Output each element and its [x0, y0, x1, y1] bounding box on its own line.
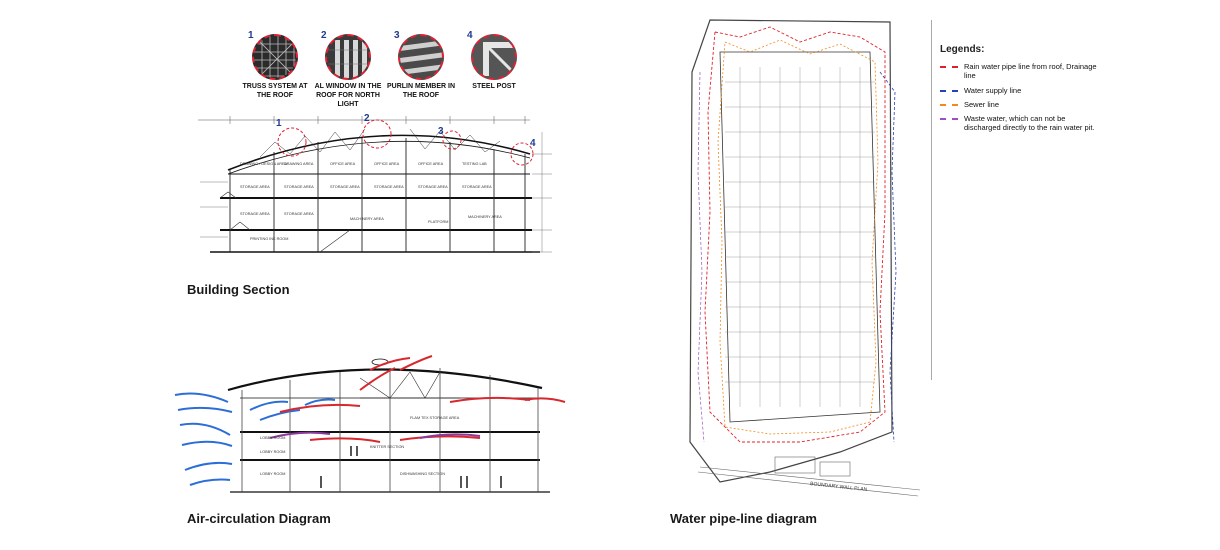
- room-label: STORAGE AREA: [240, 185, 270, 189]
- air-circulation-drawing: FLAM TEX STORAGE AREA LOBBY ROOM KNITTER…: [170, 350, 570, 500]
- room-label: OFFICE AREA: [330, 162, 356, 166]
- truss-grid-icon: [254, 36, 296, 78]
- room-label: FLAM TEX STORAGE AREA: [410, 416, 460, 420]
- room-label: PRINTING INK ROOM: [250, 237, 289, 241]
- room-label: OFFICE AREA: [418, 162, 444, 166]
- room-label: STORAGE AREA: [284, 185, 314, 189]
- legend-divider: [931, 20, 932, 380]
- room-label: OFFICE AREA: [374, 162, 400, 166]
- legend-title: Legends:: [940, 44, 985, 55]
- room-label: DRAWING AREA: [284, 162, 314, 166]
- rain-water-line-swatch: [940, 66, 958, 68]
- room-label: STORAGE AREA: [418, 185, 448, 189]
- steel-post-detail-image: [471, 34, 517, 80]
- room-label: DRAWING / DESIGN AREA: [240, 162, 288, 166]
- room-label: STORAGE AREA: [330, 185, 360, 189]
- room-label: DISHWASHING SECTION: [400, 472, 446, 476]
- room-label: LOBBY ROOM: [260, 472, 286, 476]
- sewer-line-swatch: [940, 104, 958, 106]
- building-section-drawing: 1 2 3 4 DRAWING / DESIGN AREA DRAWING AR…: [180, 112, 580, 272]
- detail-number: 1: [248, 30, 254, 41]
- room-label: MACHINERY AREA: [468, 215, 502, 219]
- room-label: STORAGE AREA: [374, 185, 404, 189]
- section-lines: [198, 116, 552, 253]
- room-label: KNITTER SECTION: [370, 445, 405, 449]
- water-supply-line-swatch: [940, 90, 958, 92]
- section-marker: 4: [530, 138, 536, 149]
- water-pipeline-caption: Water pipe-line diagram: [670, 511, 817, 526]
- room-label: MACHINERY AREA: [350, 217, 384, 221]
- legend-label: Sewer line: [964, 100, 1000, 109]
- detail-label: PURLIN MEMBER IN THE ROOF: [386, 83, 456, 99]
- truss-detail-image: [252, 34, 298, 80]
- roof-window-icon: [327, 40, 369, 78]
- waste-water-line-swatch: [940, 118, 958, 120]
- air-circulation-caption: Air-circulation Diagram: [187, 511, 331, 526]
- room-label: TESTING LAB: [462, 162, 487, 166]
- purlin-icon: [400, 40, 442, 75]
- room-label: PLATFORM: [428, 220, 449, 224]
- steel-post-icon: [483, 42, 513, 76]
- window-detail-image: [325, 34, 371, 80]
- legend-label: Waste water, which can not be discharged…: [964, 114, 1095, 132]
- legend-label: Water supply line: [964, 86, 1022, 95]
- legend-label: Rain water pipe line from roof, Drainage…: [964, 62, 1097, 80]
- room-label: LOBBY ROOM: [260, 450, 286, 454]
- detail-label: AL WINDOW IN THE ROOF FOR NORTH LIGHT: [314, 83, 382, 108]
- room-label: STORAGE AREA: [462, 185, 492, 189]
- room-label: STORAGE AREA: [240, 212, 270, 216]
- purlin-detail-image: [398, 34, 444, 80]
- pipeline-plan-lines: [689, 19, 920, 497]
- section-marker: 2: [364, 113, 370, 124]
- room-label: STORAGE AREA: [284, 212, 314, 216]
- detail-number: 4: [467, 30, 473, 41]
- legend: Legends: Rain water pipe line from roof,…: [940, 44, 1100, 132]
- building-section-caption: Building Section: [187, 282, 290, 297]
- water-pipeline-plan: BOUNDARY WALL PLAN: [680, 12, 920, 512]
- section-marker: 1: [276, 118, 282, 129]
- detail-number: 3: [394, 30, 400, 41]
- detail-label: STEEL POST: [472, 83, 516, 90]
- room-label: LOBBY ROOM: [260, 436, 286, 440]
- detail-label: TRUSS SYSTEM AT THE ROOF: [242, 83, 308, 99]
- detail-number: 2: [321, 30, 327, 41]
- airflow-lines: [174, 355, 566, 493]
- section-marker: 3: [438, 126, 444, 137]
